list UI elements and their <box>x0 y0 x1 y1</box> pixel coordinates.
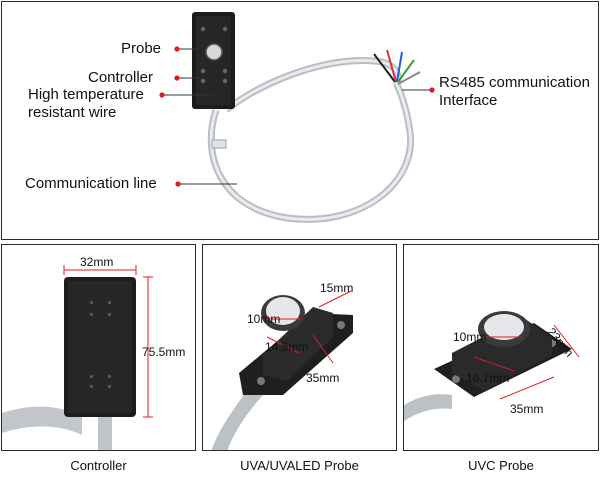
dimension-lines <box>473 324 580 400</box>
uvc-probe-illustration <box>404 311 580 421</box>
dimension-lines <box>265 290 352 364</box>
uva-probe-illustration <box>211 290 353 450</box>
dim-16-7mm: 16.7mm <box>466 371 510 385</box>
label-rs485-line2: Interface <box>439 92 498 109</box>
dim-35mm: 35mm <box>306 371 340 385</box>
probe-window <box>484 314 524 340</box>
caption-uvc-probe: UVC Probe <box>468 458 534 473</box>
cable-tie <box>211 139 227 149</box>
dim-10mm: 10mm <box>453 330 487 344</box>
panel-controller: 32mm 75.5mm <box>1 244 196 451</box>
label-rs485-interface: RS485 communication Interface <box>439 74 590 110</box>
label-rs485-line1: RS485 communication <box>439 74 590 91</box>
dim-14-5mm: 14.5mm <box>265 340 309 354</box>
callout-leader-lines <box>162 48 432 185</box>
dim-width: 32mm <box>80 255 114 269</box>
top-panel-product-overview: Probe Controller High temperature resist… <box>1 1 599 240</box>
dim-15mm: 15mm <box>320 281 354 295</box>
rs485-wire-bundle <box>373 49 421 85</box>
label-wire-line2: resistant wire <box>28 104 117 121</box>
sensor-overview-illustration <box>159 12 435 223</box>
dim-10mm: 10mm <box>247 312 281 326</box>
probe-window <box>205 43 223 61</box>
probe-body <box>263 307 333 381</box>
label-wire-line1: High temperature <box>28 86 144 103</box>
label-probe: Probe <box>121 40 162 57</box>
braided-cable <box>404 394 452 421</box>
braided-cable-left <box>2 406 82 435</box>
dimension-lines <box>63 265 153 418</box>
cable-upper-highlight <box>225 59 400 112</box>
label-high-temperature-wire: High temperature resistant wire <box>28 86 144 122</box>
panel-uvc-probe: 23mm 10mm 16.7mm 35mm <box>403 244 599 451</box>
controller-illustration <box>2 265 153 450</box>
braided-cable <box>211 385 263 450</box>
caption-uva-probe: UVA/UVALED Probe <box>240 458 359 473</box>
label-communication-line: Communication line <box>25 175 157 192</box>
label-controller: Controller <box>88 69 154 86</box>
dim-height: 75.5mm <box>142 345 186 359</box>
probe-window <box>266 297 300 325</box>
braided-cable-down <box>98 415 112 450</box>
dim-35mm: 35mm <box>510 402 544 416</box>
callout-markers <box>159 46 435 187</box>
panel-uva-probe: 15mm 10mm 14.5mm 35mm <box>202 244 397 451</box>
cable-loop-highlight <box>209 83 413 221</box>
caption-controller: Controller <box>70 458 127 473</box>
